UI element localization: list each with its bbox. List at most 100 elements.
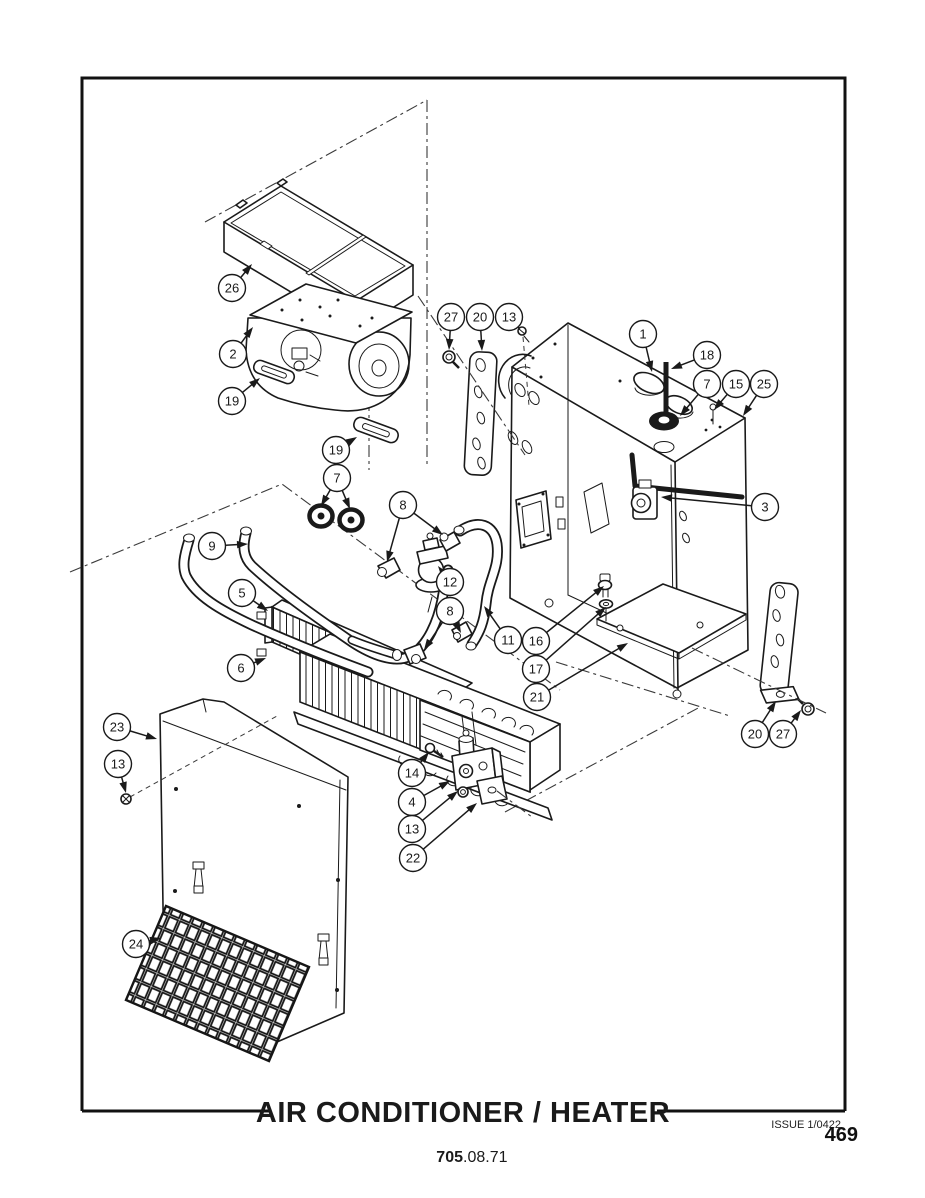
callout-balloon	[768, 719, 798, 749]
callout-number: 17	[529, 662, 543, 677]
callout-number: 23	[110, 720, 124, 735]
callout-number: 14	[405, 766, 419, 781]
callout-balloon	[217, 386, 247, 416]
part-20-bracket-right	[759, 581, 800, 704]
callout-number: 22	[406, 851, 420, 866]
callout-balloon	[397, 758, 427, 788]
callout-number: 15	[729, 377, 743, 392]
callout-balloon	[227, 578, 257, 608]
callout-balloon	[750, 492, 780, 522]
callout-leader	[747, 394, 758, 409]
doc-code-rest: .08.71	[463, 1149, 508, 1166]
core-outlet-pipe	[347, 635, 402, 661]
callout-arrow	[616, 643, 628, 652]
callout-balloon	[692, 369, 722, 399]
callout-arrow	[254, 658, 266, 666]
issue-label: ISSUE 1/0422	[771, 1119, 841, 1131]
callout-balloon	[102, 712, 132, 742]
callout-arrow	[424, 638, 434, 650]
callout-arrow	[477, 339, 486, 351]
part-7-grommet-top	[649, 411, 679, 453]
callout-leader	[548, 646, 621, 691]
phantom-lines-front	[417, 295, 827, 818]
callout-balloon	[521, 626, 551, 656]
callout-arrow	[766, 701, 776, 713]
callout-balloon	[388, 490, 418, 520]
part-12-valve	[415, 532, 452, 613]
callout-number: 1	[639, 327, 646, 342]
callout-leader	[545, 612, 600, 661]
page-frame	[80, 76, 847, 1113]
callout-number: 4	[408, 795, 415, 810]
callout-number: 3	[761, 500, 768, 515]
callout-balloon	[521, 654, 551, 684]
callout-number: 6	[237, 661, 244, 676]
callout-arrow	[791, 710, 801, 722]
callout-number: 27	[776, 727, 790, 742]
callout-arrow	[714, 399, 725, 410]
callout-balloon	[494, 302, 524, 332]
callout-number: 2	[229, 347, 236, 362]
callout-leader	[488, 612, 501, 630]
callout-arrow	[743, 404, 753, 416]
callout-balloon	[197, 531, 227, 561]
callout-number: 19	[329, 443, 343, 458]
callout-arrow	[419, 752, 429, 763]
part-14-bolt	[424, 742, 444, 759]
callout-arrow	[671, 361, 683, 369]
part-8-fitting-right	[451, 621, 473, 643]
callout-arrow	[242, 264, 252, 275]
part-8-fitting-left	[377, 557, 401, 579]
callout-number: 24	[129, 937, 143, 952]
callout-balloon	[721, 369, 751, 399]
callout-balloon	[628, 319, 658, 349]
callout-leader	[546, 591, 598, 634]
callout-leader	[388, 517, 401, 554]
callout-number: 11	[501, 633, 515, 648]
panel-clip	[192, 861, 205, 894]
callout-number: 20	[748, 727, 762, 742]
callout-arrow	[595, 607, 606, 618]
callout-number: 8	[399, 498, 406, 513]
callout-number: 19	[225, 394, 239, 409]
callout-balloon	[465, 302, 495, 332]
callout-number: 7	[333, 471, 340, 486]
page-title: AIR CONDITIONER / HEATER	[256, 1097, 670, 1129]
part-13-screw-panel	[120, 793, 132, 805]
callout-arrow	[438, 781, 450, 790]
callout-leader	[761, 708, 772, 724]
doc-code-bold: 705	[436, 1149, 463, 1166]
callout-arrow	[249, 378, 260, 388]
callout-arrow	[661, 494, 673, 502]
callout-balloon	[493, 625, 523, 655]
callout-number: 18	[700, 348, 714, 363]
callout-arrow	[342, 497, 350, 509]
callout-arrow	[321, 494, 330, 506]
part-7-grommet-pair	[307, 503, 365, 533]
callout-arrow	[593, 586, 604, 596]
callout-balloon	[749, 369, 779, 399]
callout-arrow	[256, 601, 268, 611]
panel-clip	[317, 933, 330, 966]
callout-leader	[423, 784, 443, 797]
callout-balloon	[397, 814, 427, 844]
callout-number: 27	[444, 310, 458, 325]
callout-number: 5	[238, 586, 245, 601]
callout-balloon	[322, 463, 352, 493]
callout-number: 20	[473, 310, 487, 325]
callout-leader	[241, 383, 254, 394]
callout-number: 13	[405, 822, 419, 837]
callout-number: 12	[443, 575, 457, 590]
callout-balloon	[226, 653, 256, 683]
callout-arrow	[484, 606, 494, 618]
callout-leader	[422, 808, 471, 850]
callout-balloon	[522, 682, 552, 712]
callout-arrow	[145, 732, 157, 740]
callout-balloon	[692, 340, 722, 370]
part-20-bracket-left	[463, 351, 498, 476]
part-11-hose	[453, 519, 503, 651]
callout-leader	[679, 359, 695, 367]
